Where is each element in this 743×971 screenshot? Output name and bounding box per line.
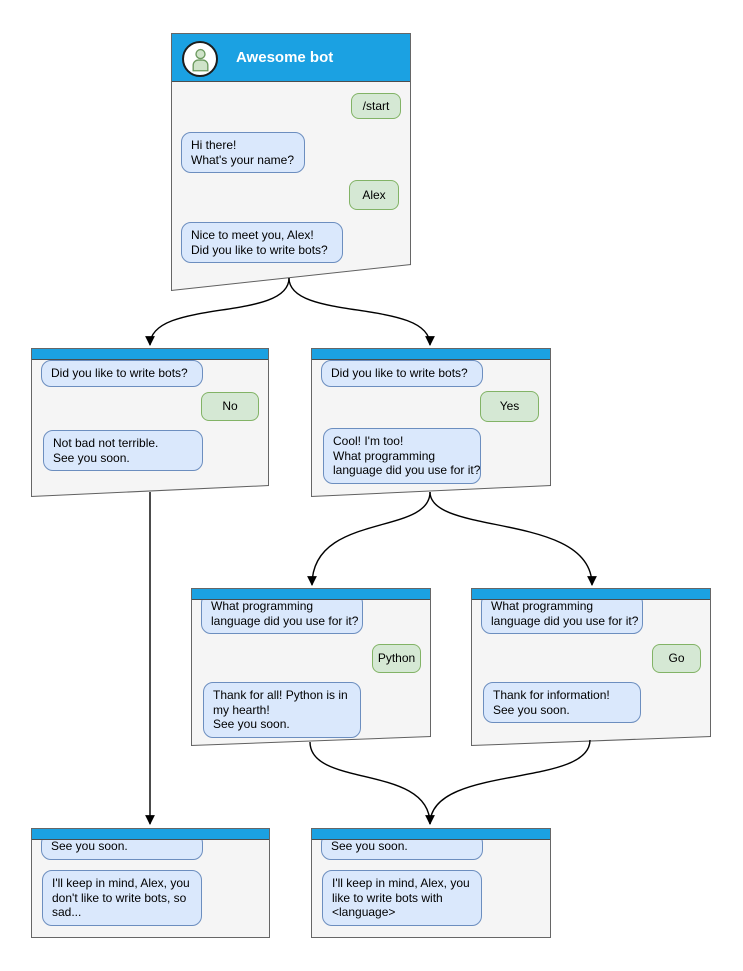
connector-yes-to-go: [429, 491, 597, 586]
chat-window-titlebar: [472, 589, 710, 600]
bot-message-bubble: Did you like to write bots?: [41, 360, 203, 387]
chat-window-titlebar: [312, 349, 550, 360]
chat-window-titlebar: [32, 349, 268, 360]
user-message-bubble: /start: [351, 93, 401, 119]
connector-python-to-end: [309, 741, 435, 825]
bot-message-bubble: Cool! I'm too! What programming language…: [323, 428, 481, 484]
bot-message-bubble: Thank for all! Python is in my hearth! S…: [203, 682, 361, 738]
bot-message-bubble: I'll keep in mind, Alex, you like to wri…: [322, 870, 482, 926]
root-chat-window: Awesome bot /start Hi there! What's your…: [171, 33, 411, 291]
connector-yes-to-python: [307, 491, 431, 586]
user-message-bubble: Go: [652, 644, 701, 673]
bot-message-bubble: Thank for information! See you soon.: [483, 682, 641, 724]
user-message-bubble: Alex: [349, 180, 399, 210]
bot-message-bubble: Nice to meet you, Alex! Did you like to …: [181, 222, 343, 264]
branch-python-window: What programming language did you use fo…: [191, 588, 431, 746]
end-yes-window: See you soon. I'll keep in mind, Alex, y…: [311, 828, 551, 938]
bot-message-bubble: Did you like to write bots?: [321, 360, 483, 387]
branch-yes-window: Did you like to write bots? Yes Cool! I'…: [311, 348, 551, 497]
person-icon: [187, 46, 214, 73]
chat-window-titlebar: [32, 829, 269, 840]
bot-message-bubble: I'll keep in mind, Alex, you don't like …: [42, 870, 202, 926]
bot-message-bubble: Hi there! What's your name?: [181, 132, 305, 174]
chat-window-titlebar: [192, 589, 430, 600]
user-message-bubble: Python: [372, 644, 421, 673]
branch-no-window: Did you like to write bots? No Not bad n…: [31, 348, 269, 497]
user-message-bubble: No: [201, 392, 259, 421]
chat-window-title: Awesome bot: [236, 49, 334, 66]
connector-root-to-no: [145, 277, 290, 346]
connector-root-to-yes: [288, 277, 435, 346]
branch-go-window: What programming language did you use fo…: [471, 588, 711, 746]
chat-window-titlebar: [312, 829, 550, 840]
connector-go-to-end: [429, 739, 591, 825]
user-message-bubble: Yes: [480, 391, 539, 422]
bot-message-bubble: Not bad not terrible. See you soon.: [43, 430, 203, 472]
avatar: [182, 41, 218, 77]
end-no-window: See you soon. I'll keep in mind, Alex, y…: [31, 828, 270, 938]
